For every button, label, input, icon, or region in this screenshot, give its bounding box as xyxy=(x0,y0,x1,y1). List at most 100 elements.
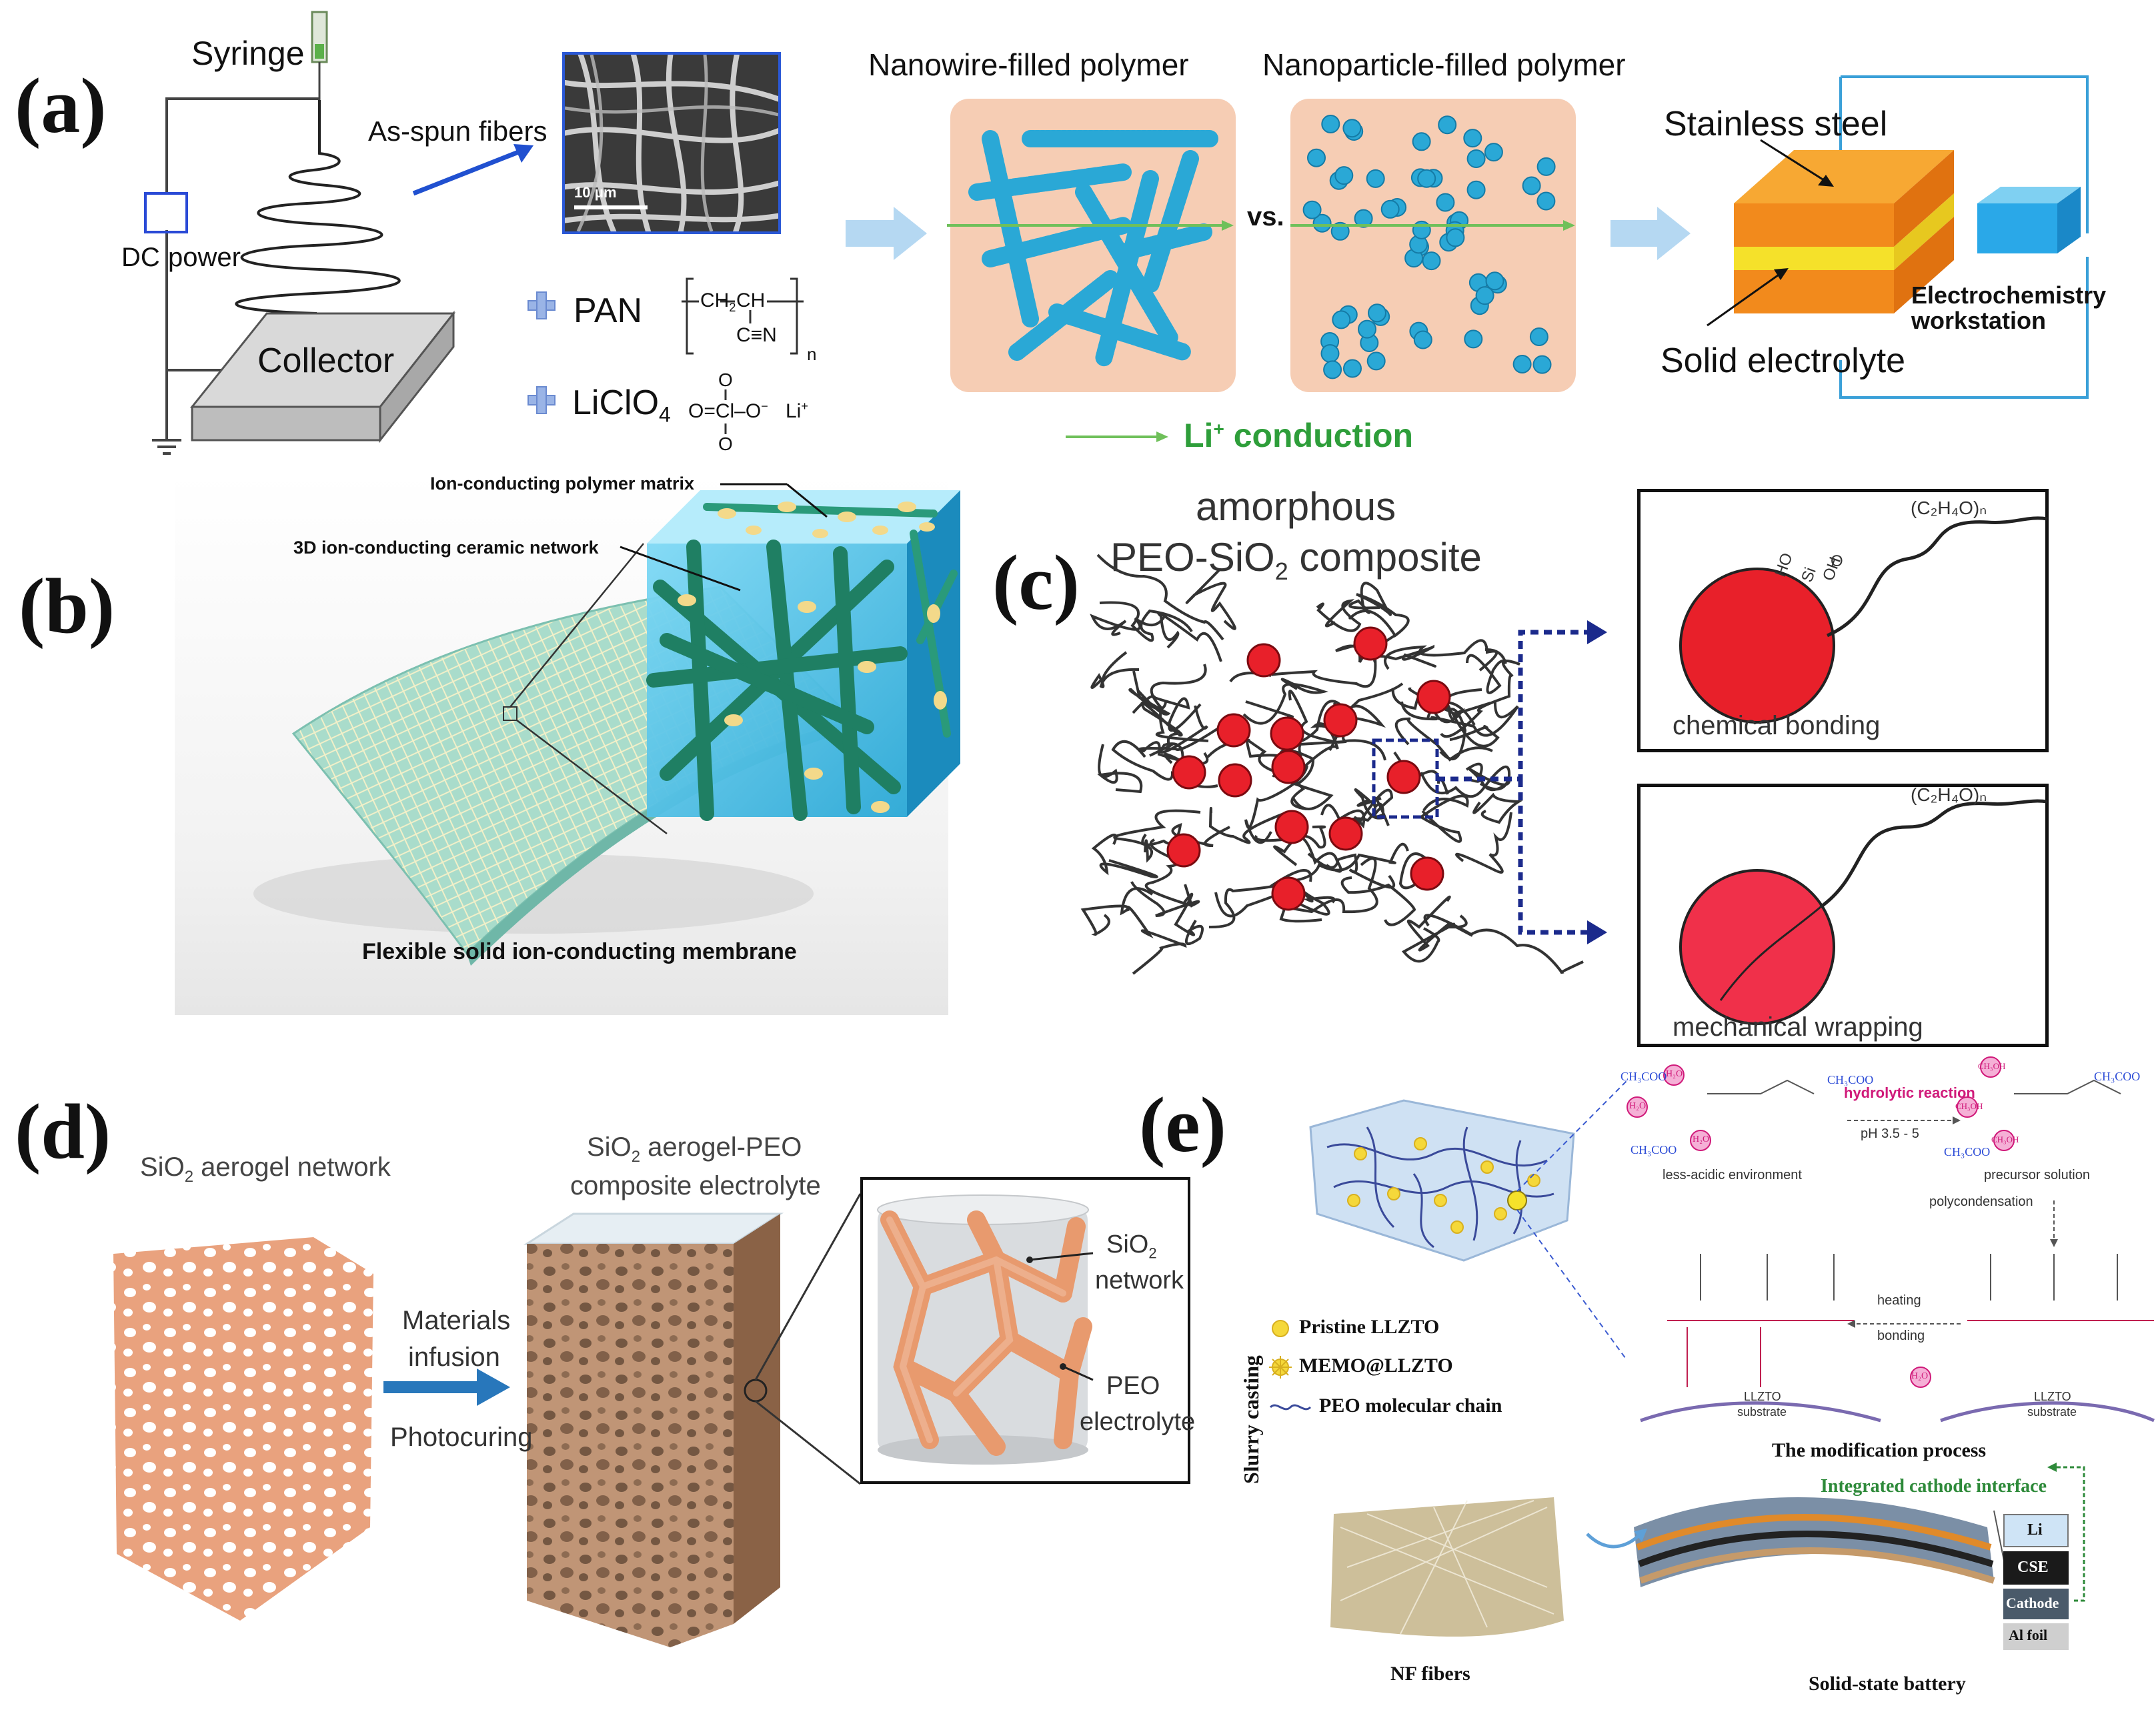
peo-chain xyxy=(1150,664,1209,742)
peo-chain xyxy=(1159,705,1208,764)
nanoparticle xyxy=(1464,329,1483,349)
peo-chain xyxy=(1320,797,1382,826)
less-acidic-label: less-acidic environment xyxy=(1663,1168,1802,1182)
matrix-label: Ion-conducting polymer matrix xyxy=(430,474,695,494)
nf-fibers-label: NF fibers xyxy=(1390,1663,1470,1685)
nanoparticle xyxy=(1358,319,1376,339)
peo-chain xyxy=(1455,812,1512,874)
peo-chain xyxy=(1128,670,1171,716)
peo-chain xyxy=(1420,765,1511,798)
sio2-sphere xyxy=(1271,750,1306,784)
nanowire-title: Nanowire-filled polymer xyxy=(868,47,1189,82)
nanoparticle xyxy=(1417,169,1436,188)
sio2-sphere xyxy=(1271,876,1306,911)
nanoparticle xyxy=(1343,359,1362,378)
peo-chain xyxy=(1208,806,1284,844)
scale-bar-label: 10 μm xyxy=(574,184,617,201)
peo-chain xyxy=(1091,833,1158,878)
peo-chain xyxy=(1282,857,1378,914)
peo-chain xyxy=(1097,744,1143,794)
network-label: 3D ion-conducting ceramic network xyxy=(293,538,599,558)
panel-b-label: (b) xyxy=(19,562,115,650)
peo-inset-box: SiO2 network PEO electrolyte xyxy=(860,1177,1195,1484)
sio2-sphere xyxy=(1274,810,1309,844)
nanoparticle xyxy=(1366,169,1385,188)
liclo4-label: LiClO4 xyxy=(572,383,671,427)
h2o-1: H₂O xyxy=(1666,1069,1683,1079)
scale-bar xyxy=(574,205,648,209)
nanoparticle xyxy=(1529,327,1548,346)
llzto-substrate-2a: LLZTO xyxy=(2034,1390,2071,1403)
peo-chain xyxy=(1130,881,1200,917)
sio2-sphere xyxy=(1386,760,1421,794)
mechanical-wrapping-label: mechanical wrapping xyxy=(1673,1012,1923,1042)
electrolyte-label: electrolyte xyxy=(1080,1408,1196,1436)
nanoparticle xyxy=(1366,351,1386,371)
solid-electrolyte-label: Solid electrolyte xyxy=(1661,341,1906,380)
peo-chain xyxy=(1113,809,1201,863)
li-conduction-label: Li+ conduction xyxy=(1184,417,1414,454)
materials-label: Materials xyxy=(402,1306,511,1335)
sio2-sphere xyxy=(1218,763,1252,798)
nanoparticle xyxy=(1466,180,1486,199)
nanoparticle xyxy=(1354,209,1373,228)
mechanical-wrapping-box: (C₂H₄O)ₙ mechanical wrapping xyxy=(1637,784,2049,1047)
peo-chain xyxy=(1290,842,1409,882)
nanoparticle xyxy=(1334,166,1354,185)
peo-chain xyxy=(1242,678,1329,725)
nanoparticle-box xyxy=(1290,99,1576,392)
nanoparticle-title: Nanoparticle-filled polymer xyxy=(1262,47,1626,82)
peo-chain xyxy=(1156,611,1222,662)
nanoparticle xyxy=(1446,228,1465,247)
ch3coo-4: CH₃COO xyxy=(2094,1070,2141,1083)
o-cl-o: O=Cl–O− xyxy=(688,399,768,422)
hydrolytic-label: hydrolytic reaction xyxy=(1844,1084,1975,1101)
ch3oh-1: CH₃OH xyxy=(1978,1061,2006,1071)
peo-chain xyxy=(1140,702,1183,757)
nanoparticle xyxy=(1536,191,1556,211)
peo-chain xyxy=(1144,838,1192,907)
pristine-label: Pristine LLZTO xyxy=(1299,1316,1440,1338)
dc-label: DC xyxy=(121,243,160,272)
peo-chain xyxy=(1307,852,1396,889)
nanoparticle xyxy=(1302,200,1322,219)
sio2-sphere xyxy=(1216,713,1251,748)
sio2-sphere xyxy=(1410,856,1444,891)
peo-chain xyxy=(1126,906,1187,975)
infusion-label: infusion xyxy=(408,1343,500,1372)
sio2-sphere xyxy=(1166,833,1201,868)
cse-layer xyxy=(2003,1551,2069,1585)
nanoparticle xyxy=(1368,303,1386,323)
peo-chain xyxy=(1174,892,1204,946)
slurry-casting-label: Slurry casting xyxy=(1239,1355,1263,1484)
peo-chain xyxy=(1244,765,1308,844)
o-label: O xyxy=(1831,552,1843,570)
peo-chain xyxy=(1288,690,1347,770)
nanoparticle xyxy=(1332,310,1351,329)
peo-chain xyxy=(1099,601,1193,642)
nanoparticle xyxy=(1466,149,1486,168)
precursor-label: precursor solution xyxy=(1984,1168,2090,1182)
sio2-sphere xyxy=(1172,755,1206,790)
stainless-steel-label: Stainless steel xyxy=(1664,105,1888,143)
nanoparticle xyxy=(1463,129,1482,148)
h2o-4: H₂O xyxy=(1911,1371,1929,1381)
nanoparticle xyxy=(1536,157,1556,176)
ch3coo-2: CH₃COO xyxy=(1827,1073,1874,1086)
peo-chain xyxy=(1348,593,1410,638)
peo-chain xyxy=(1348,582,1392,616)
sio2-sphere xyxy=(1328,816,1363,851)
composite-label-1: SiO2 aerogel-PEO xyxy=(587,1132,802,1166)
as-spun-label: As-spun fibers xyxy=(368,115,548,147)
peo-chain xyxy=(1141,822,1230,848)
formula-label-top: (C₂H₄O)ₙ xyxy=(1911,498,1987,518)
peo-label: PEO xyxy=(1106,1372,1160,1400)
peo-chain xyxy=(1418,794,1469,843)
sio2-sphere xyxy=(1270,716,1304,751)
